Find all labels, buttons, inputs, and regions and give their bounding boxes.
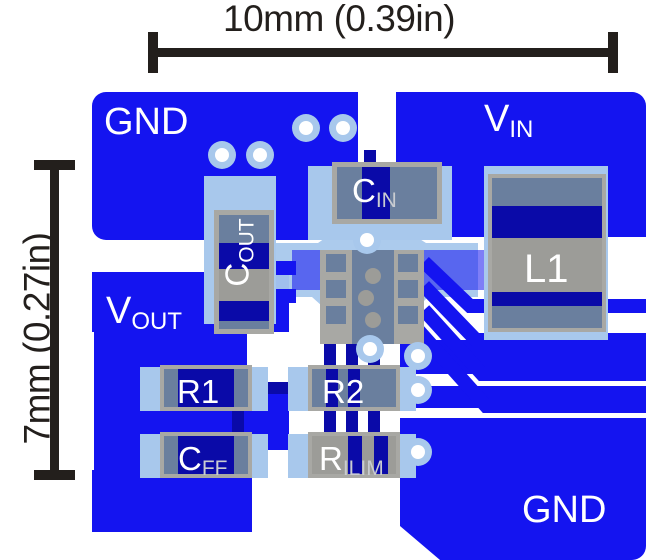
dimension-label-width: 10mm (0.39in): [223, 0, 456, 39]
footprint-cout: [204, 176, 276, 334]
footprint-cin: [308, 162, 452, 240]
footprint-ic-u1: [320, 250, 424, 344]
dimension-label-height: 7mm (0.27in): [16, 232, 58, 445]
footprint-cff: [140, 432, 268, 478]
via: [208, 141, 236, 169]
footprint-l1: [484, 166, 608, 340]
via: [356, 335, 384, 363]
via: [292, 114, 320, 142]
via: [404, 376, 432, 404]
via: [404, 342, 432, 370]
copper-pour-gnd-bottom: [400, 418, 646, 560]
footprint-r2: [288, 365, 416, 411]
dimension-line-horizontal: [148, 32, 618, 73]
via: [353, 226, 381, 254]
copper-pour-vout-foot: [92, 470, 252, 532]
trace-right-4: [412, 325, 646, 413]
trace-right-3: [418, 305, 646, 381]
via: [404, 438, 432, 466]
via: [246, 141, 274, 169]
dimension-line-vertical: [34, 160, 75, 480]
via: [329, 114, 357, 142]
footprint-rilim: [288, 432, 416, 478]
footprint-r1: [140, 365, 268, 411]
